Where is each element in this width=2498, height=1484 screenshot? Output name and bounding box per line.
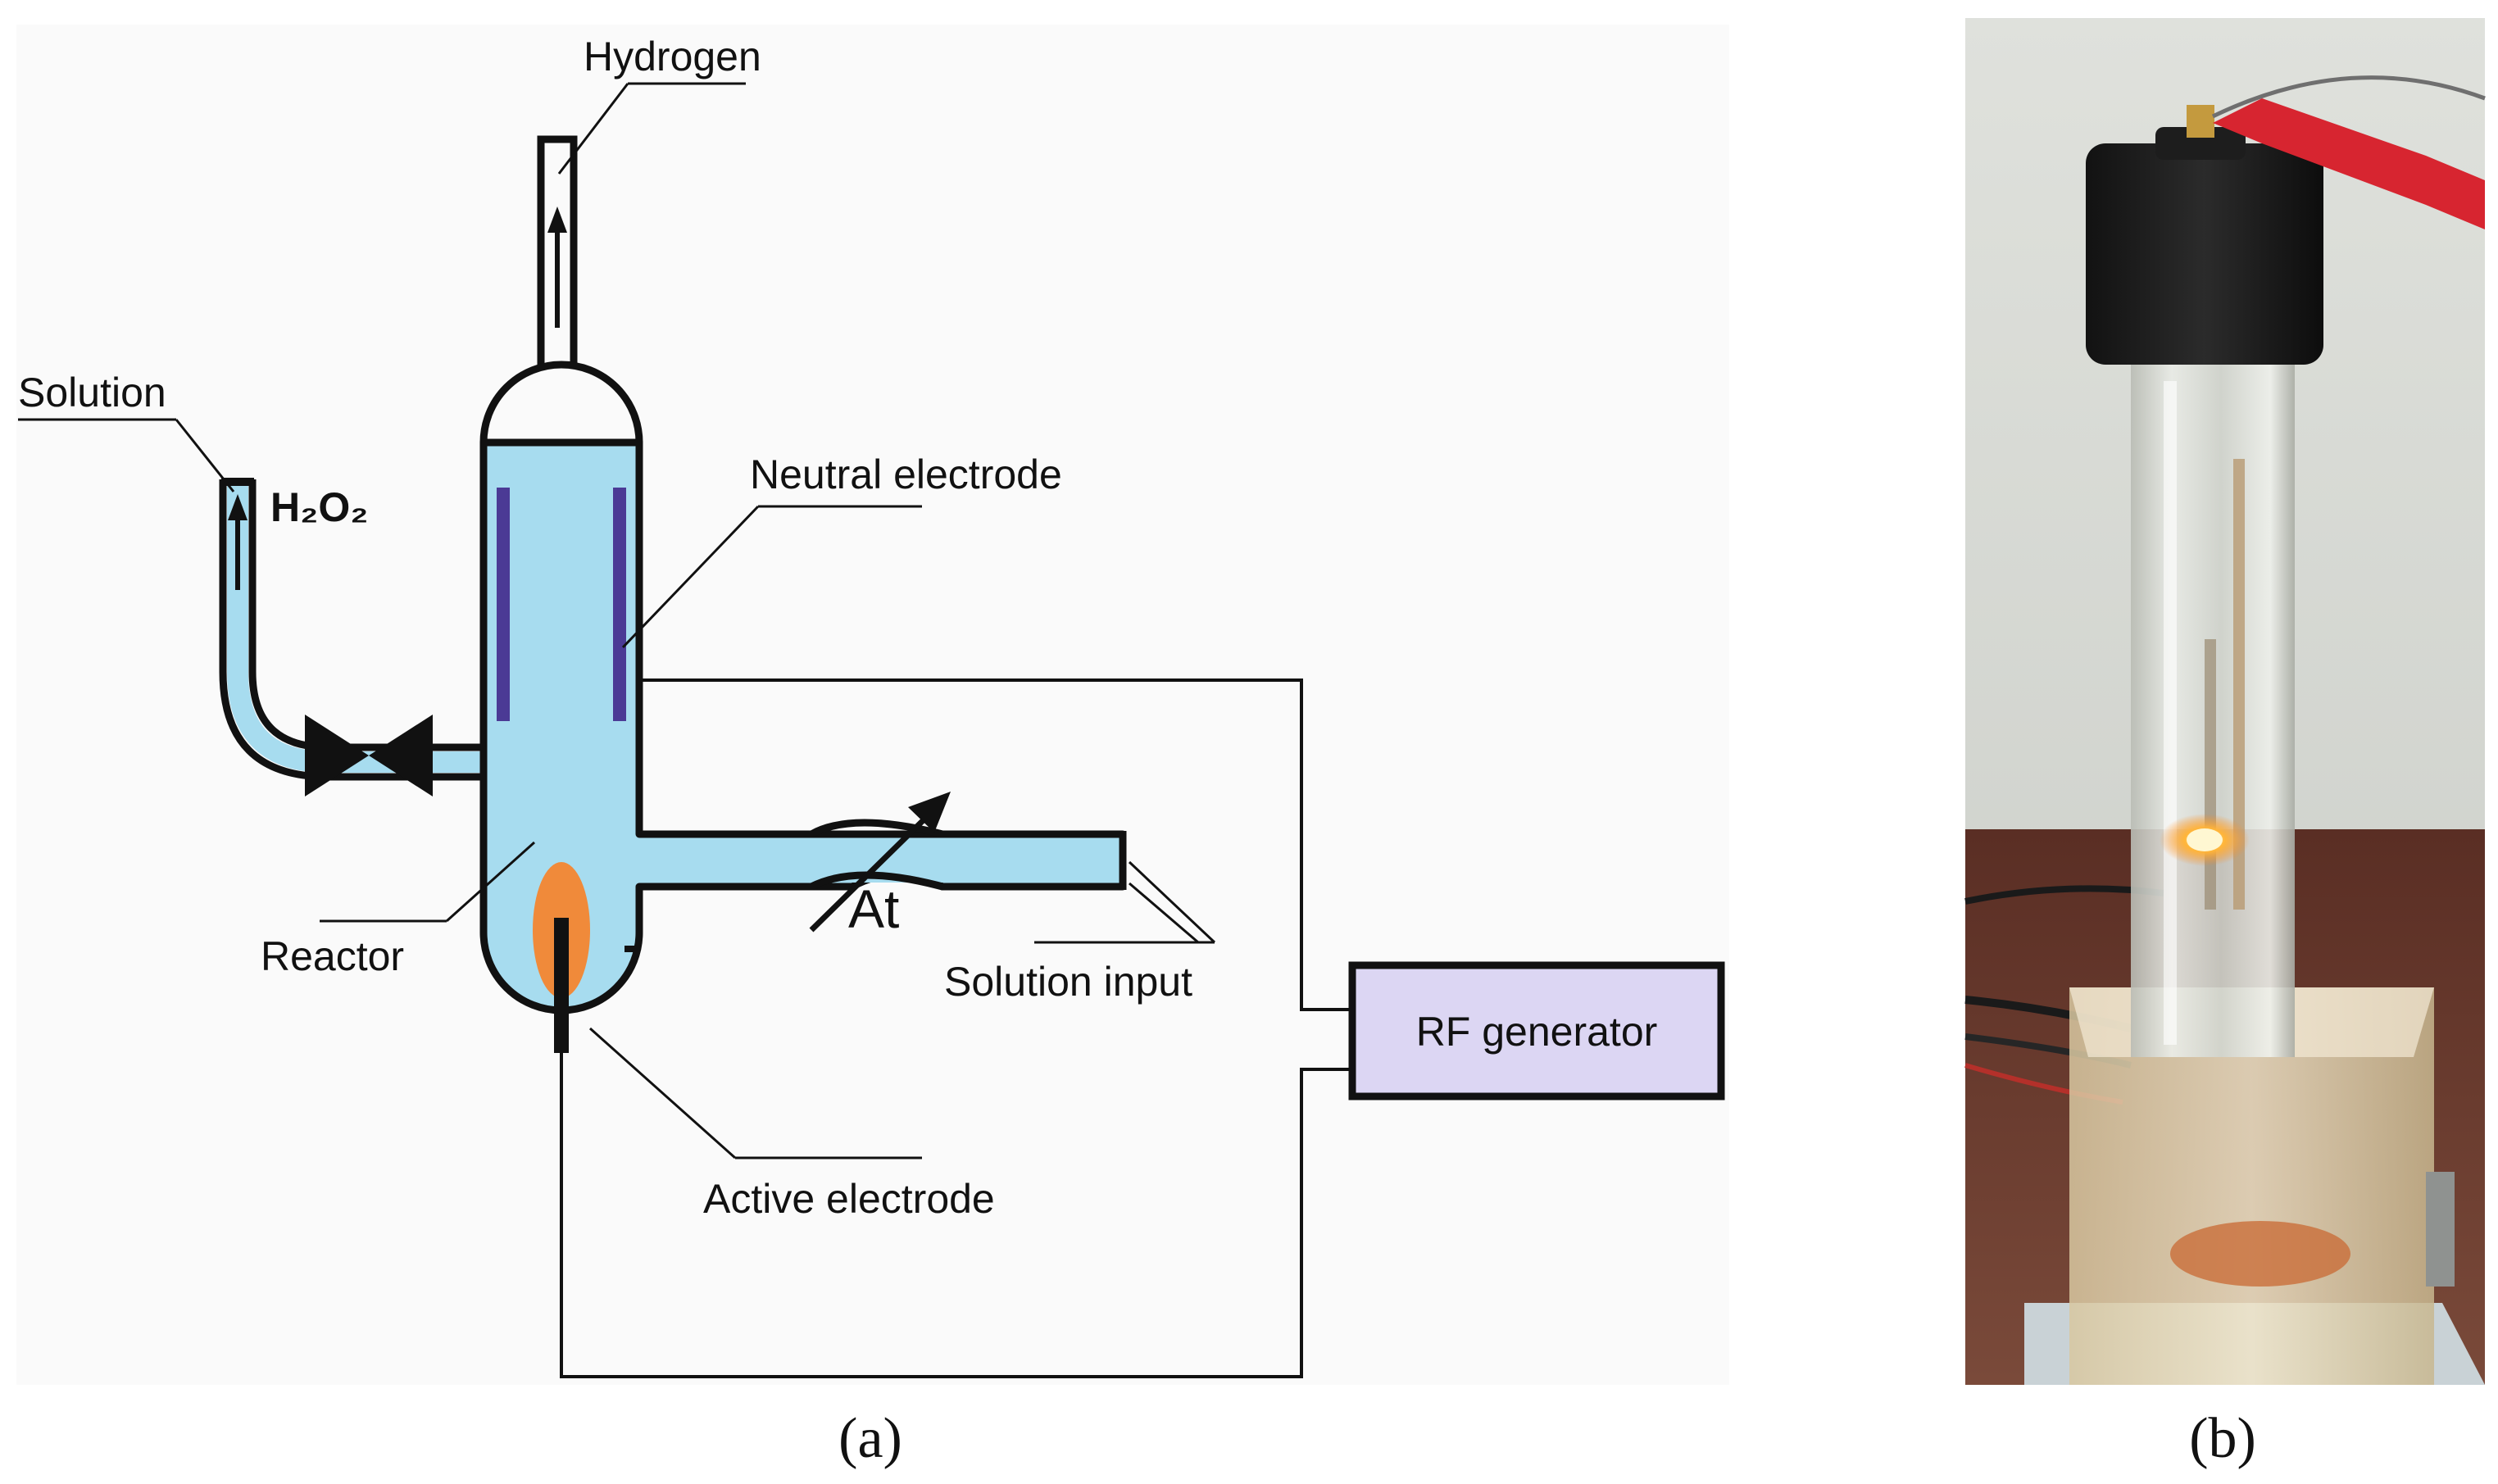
wire-active-to-rf [560, 1053, 1352, 1378]
photo-black-cap [2086, 143, 2323, 365]
side-pipe-upper-wall [639, 819, 1123, 838]
neutral-electrode-right [613, 488, 626, 721]
rf-generator-label: RF generator [1416, 1009, 1658, 1055]
photo-red-clip [2213, 98, 2485, 229]
solution-leader [175, 419, 235, 492]
neutral-electrode-leader [621, 505, 760, 649]
rf-generator-box [1348, 961, 1725, 1101]
at-adjust-arrow-shaft [809, 799, 945, 933]
hydrogen-arrow-head-icon [547, 206, 567, 233]
solution-input-leader-a [1128, 860, 1216, 944]
active-electrode [554, 918, 569, 1053]
solution-input-leader-b [1129, 882, 1199, 944]
neutral-electrode-label: Neutral electrode [750, 452, 1062, 497]
photo-panel [1964, 18, 2486, 1385]
solution-input-label: Solution input [944, 959, 1192, 1005]
caption-a: (a) [838, 1407, 902, 1470]
reactor-dome [479, 361, 643, 447]
at-adjust-arrow-head-icon [908, 792, 951, 833]
solution-label: Solution [18, 370, 166, 415]
wire-neutral-to-rf [615, 678, 1352, 1011]
hydrogen-label: Hydrogen [584, 34, 761, 79]
reactor-leader [445, 841, 536, 923]
caption-b: (b) [2189, 1407, 2256, 1470]
h2o2-arrow-head-icon [228, 494, 248, 520]
active-electrode-label: Active electrode [703, 1176, 995, 1222]
hydrogen-leader [557, 83, 629, 175]
valve-icon [305, 715, 433, 796]
h2o2-label: H₂O₂ [270, 484, 368, 530]
active-electrode-leader [589, 1027, 736, 1160]
neutral-electrode-left [497, 488, 510, 721]
at-label: At [848, 878, 899, 939]
h2o2-tube-top [221, 478, 254, 486]
reactor-label: Reactor [261, 933, 404, 979]
